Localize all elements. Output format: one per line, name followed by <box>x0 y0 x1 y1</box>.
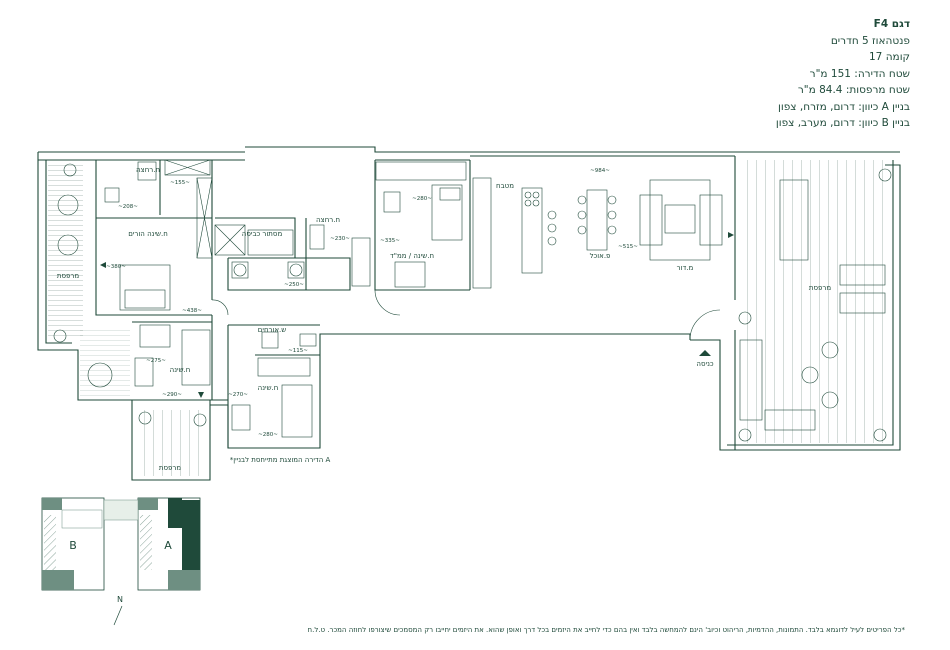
apartment-type: פנטהאוז 5 חדרים <box>830 34 910 47</box>
apartment-area: שטח הדירה: 151 מ"ר <box>809 67 910 80</box>
model-type: דגם F4 <box>873 18 910 30</box>
dim-label: ~380~ <box>106 264 126 270</box>
arrow-left-icon <box>100 262 106 268</box>
building-b-orientation: בניין B כיוון: דרום, מערב, צפון <box>775 117 910 129</box>
outer-walls <box>37 146 901 481</box>
planters <box>53 163 892 442</box>
dim-label: ~515~ <box>618 244 638 250</box>
interior-walls <box>95 160 471 448</box>
room-living: מ.דור <box>677 264 694 272</box>
disclaimer-text: *כל הפריטים לעיל לדוגמא בלבד. התמונות, ה… <box>307 626 905 634</box>
entrance-arrow-icon <box>699 350 711 356</box>
room-master-bedroom: ח.שינה הורים <box>128 230 168 238</box>
building-a-orientation: בניין A כיוון: דרום, מזרח, צפון <box>778 100 910 113</box>
floor-number: קומה 17 <box>868 51 910 63</box>
room-entrance-storage: מסתור כביסה <box>242 230 283 238</box>
room-entrance: כניסה <box>696 360 713 368</box>
window-arrow-icon <box>728 232 734 238</box>
dim-label: ~280~ <box>258 432 278 438</box>
dim-label: ~984~ <box>590 168 610 174</box>
room-labels: מרפסת ח.שינה הורים ח.רחצה מסתור כביסה ח.… <box>57 166 831 472</box>
dim-label: ~335~ <box>380 238 400 244</box>
key-plan-building-a: A <box>164 539 172 552</box>
room-dining: פ.אוכל <box>590 252 611 260</box>
dim-label: ~115~ <box>288 348 308 354</box>
dim-label: ~280~ <box>412 196 432 202</box>
terrace-area: שטח מרפסות: 84.4 מ"ר <box>797 84 910 96</box>
room-guest-wc: ש.אורחים <box>258 326 287 334</box>
furniture <box>57 159 886 438</box>
dim-label: ~208~ <box>118 204 138 210</box>
room-master-shower: ח.רחצה <box>136 166 160 174</box>
room-kitchen: מטבח <box>496 182 514 190</box>
dim-label: ~230~ <box>330 236 350 242</box>
room-bedroom-mamad: ח.שינה / ממ"ד <box>390 252 434 260</box>
room-bathroom: ח.רחצה <box>316 216 340 224</box>
dim-label: ~250~ <box>284 282 304 288</box>
room-terrace-east: מרפסת <box>809 284 831 292</box>
arrow-down-icon <box>198 392 204 398</box>
north-label: N <box>117 595 123 604</box>
building-note: *הדירה המוצגת מתייחסת לבניין A <box>230 456 331 464</box>
dim-label: ~275~ <box>146 358 166 364</box>
key-plan-building-b: B <box>69 539 77 552</box>
key-plan: B A N <box>41 497 201 626</box>
room-terrace-west: מרפסת <box>57 272 79 280</box>
dim-label: ~155~ <box>170 180 190 186</box>
dim-label: ~290~ <box>162 392 182 398</box>
dim-label: ~438~ <box>182 308 202 314</box>
dim-label: ~270~ <box>228 392 248 398</box>
apartment-info: דגם F4 פנטהאוז 5 חדרים קומה 17 שטח הדירה… <box>670 16 910 132</box>
north-arrow-icon <box>113 605 123 626</box>
room-bedroom-2: ח.שינה <box>258 384 279 392</box>
room-terrace-south: מרפסת <box>159 464 181 472</box>
dimensions: ~155~ ~208~ ~380~ ~438~ ~230~ ~250~ ~280… <box>106 168 638 438</box>
terrace-decking <box>48 160 890 476</box>
room-bedroom-1: ח.שינה <box>170 366 191 374</box>
